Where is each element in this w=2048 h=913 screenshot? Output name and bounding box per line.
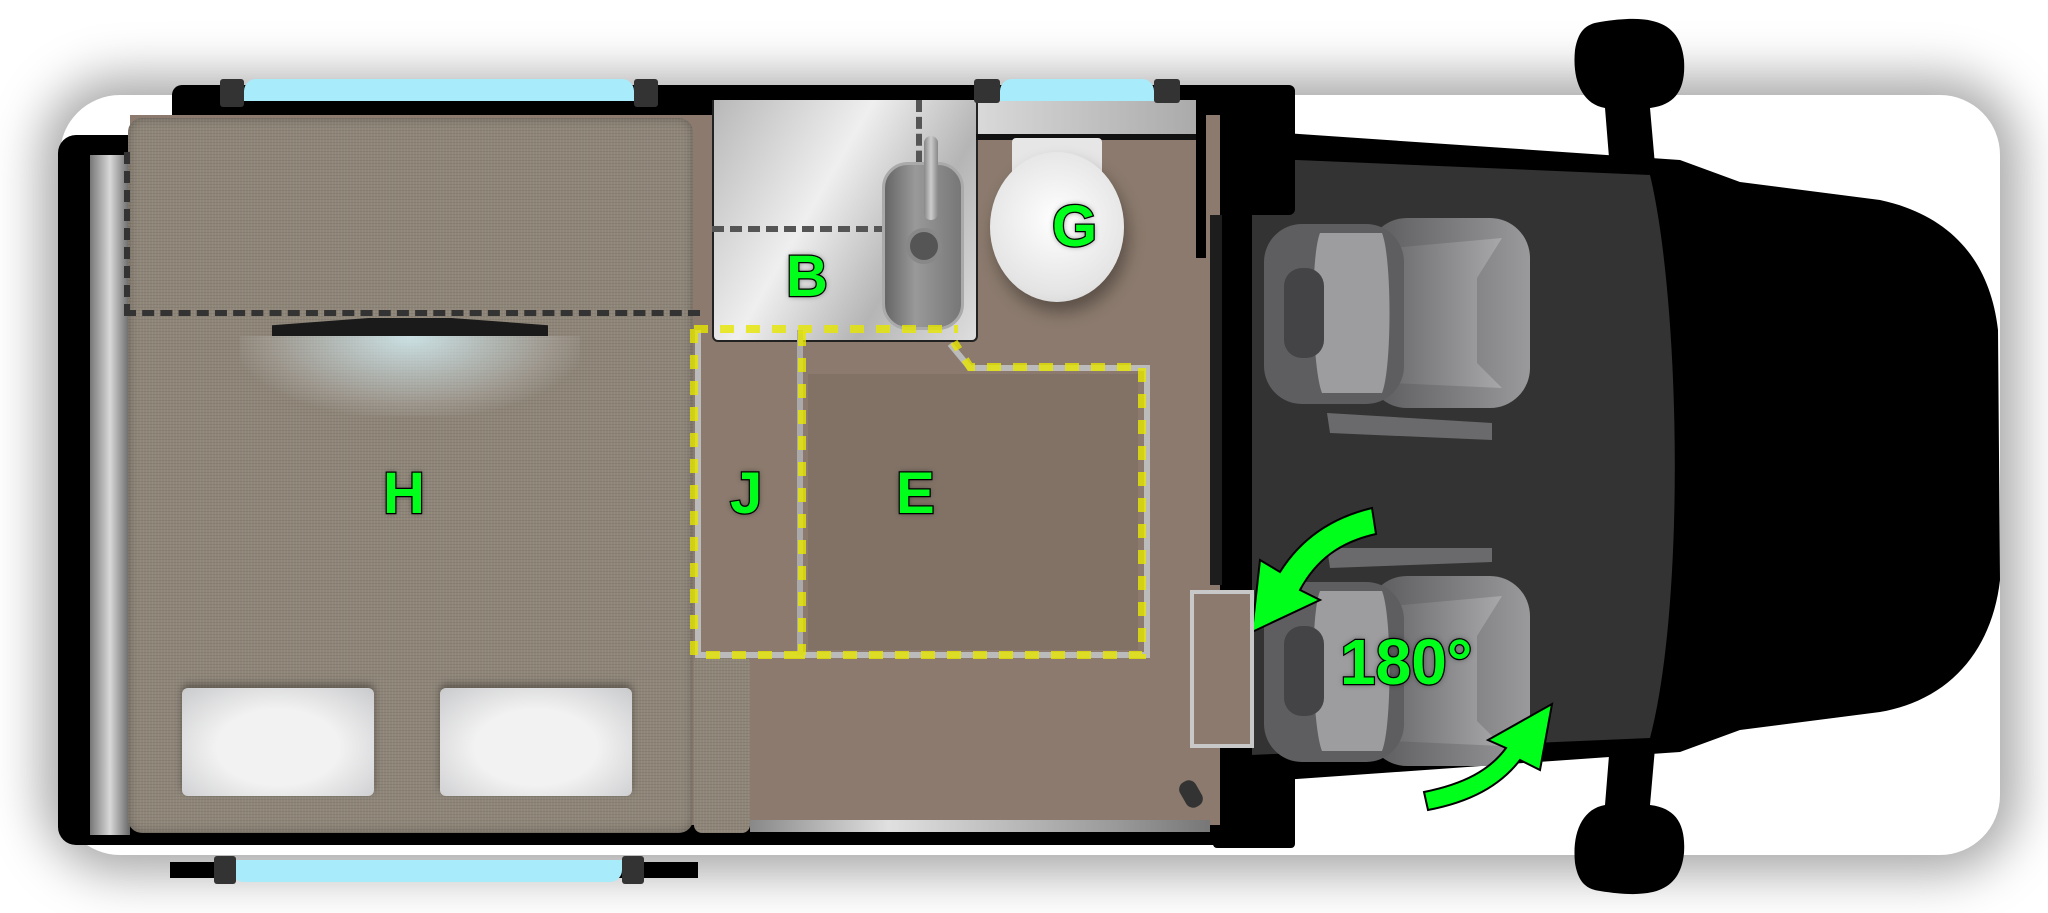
zone-label-E: E xyxy=(895,461,936,526)
step-cushion xyxy=(694,655,750,833)
reading-light-icon xyxy=(272,318,548,336)
zone-label-B: B xyxy=(785,244,829,309)
window-latch xyxy=(634,79,658,107)
galley-dash-h xyxy=(712,226,922,232)
entry-step xyxy=(1190,590,1254,748)
cab-partition xyxy=(1210,215,1222,585)
window-latch xyxy=(622,856,644,884)
toilet-icon xyxy=(990,152,1124,302)
window-latch xyxy=(220,79,244,107)
reading-light-glow xyxy=(240,336,580,416)
sink-drain-icon xyxy=(906,228,942,264)
pillow-left xyxy=(182,688,374,796)
zone-label-J: J xyxy=(729,461,764,526)
washroom-side-wall xyxy=(1196,100,1206,258)
front-wheel-top-icon xyxy=(1574,18,1685,170)
window-latch xyxy=(1154,79,1180,103)
rotate-arrow-upper-icon xyxy=(1250,506,1378,634)
window-latch xyxy=(974,79,1000,103)
floor-zone-outlines xyxy=(690,325,1150,659)
faucet-icon xyxy=(924,136,938,220)
pillow-right xyxy=(440,688,632,796)
rear-door-panel xyxy=(90,155,130,835)
washroom-wall xyxy=(976,134,1196,140)
side-sill xyxy=(750,820,1210,832)
swivel-seat-icon[interactable] xyxy=(1262,548,1542,778)
window-galley-top[interactable] xyxy=(974,79,1180,103)
front-wheel-bottom-icon xyxy=(1574,743,1685,895)
zone-label-G: G xyxy=(1051,194,1099,259)
rotate-arrow-lower-icon xyxy=(1422,702,1554,812)
overhead-cabinet-outline xyxy=(124,152,700,316)
window-rear-bottom[interactable] xyxy=(170,856,698,884)
window-rear-top[interactable] xyxy=(220,79,658,107)
window-latch xyxy=(214,856,236,884)
zone-label-H: H xyxy=(382,461,426,526)
driver-seat-icon xyxy=(1264,218,1530,440)
rotation-label: 180° xyxy=(1339,626,1474,698)
